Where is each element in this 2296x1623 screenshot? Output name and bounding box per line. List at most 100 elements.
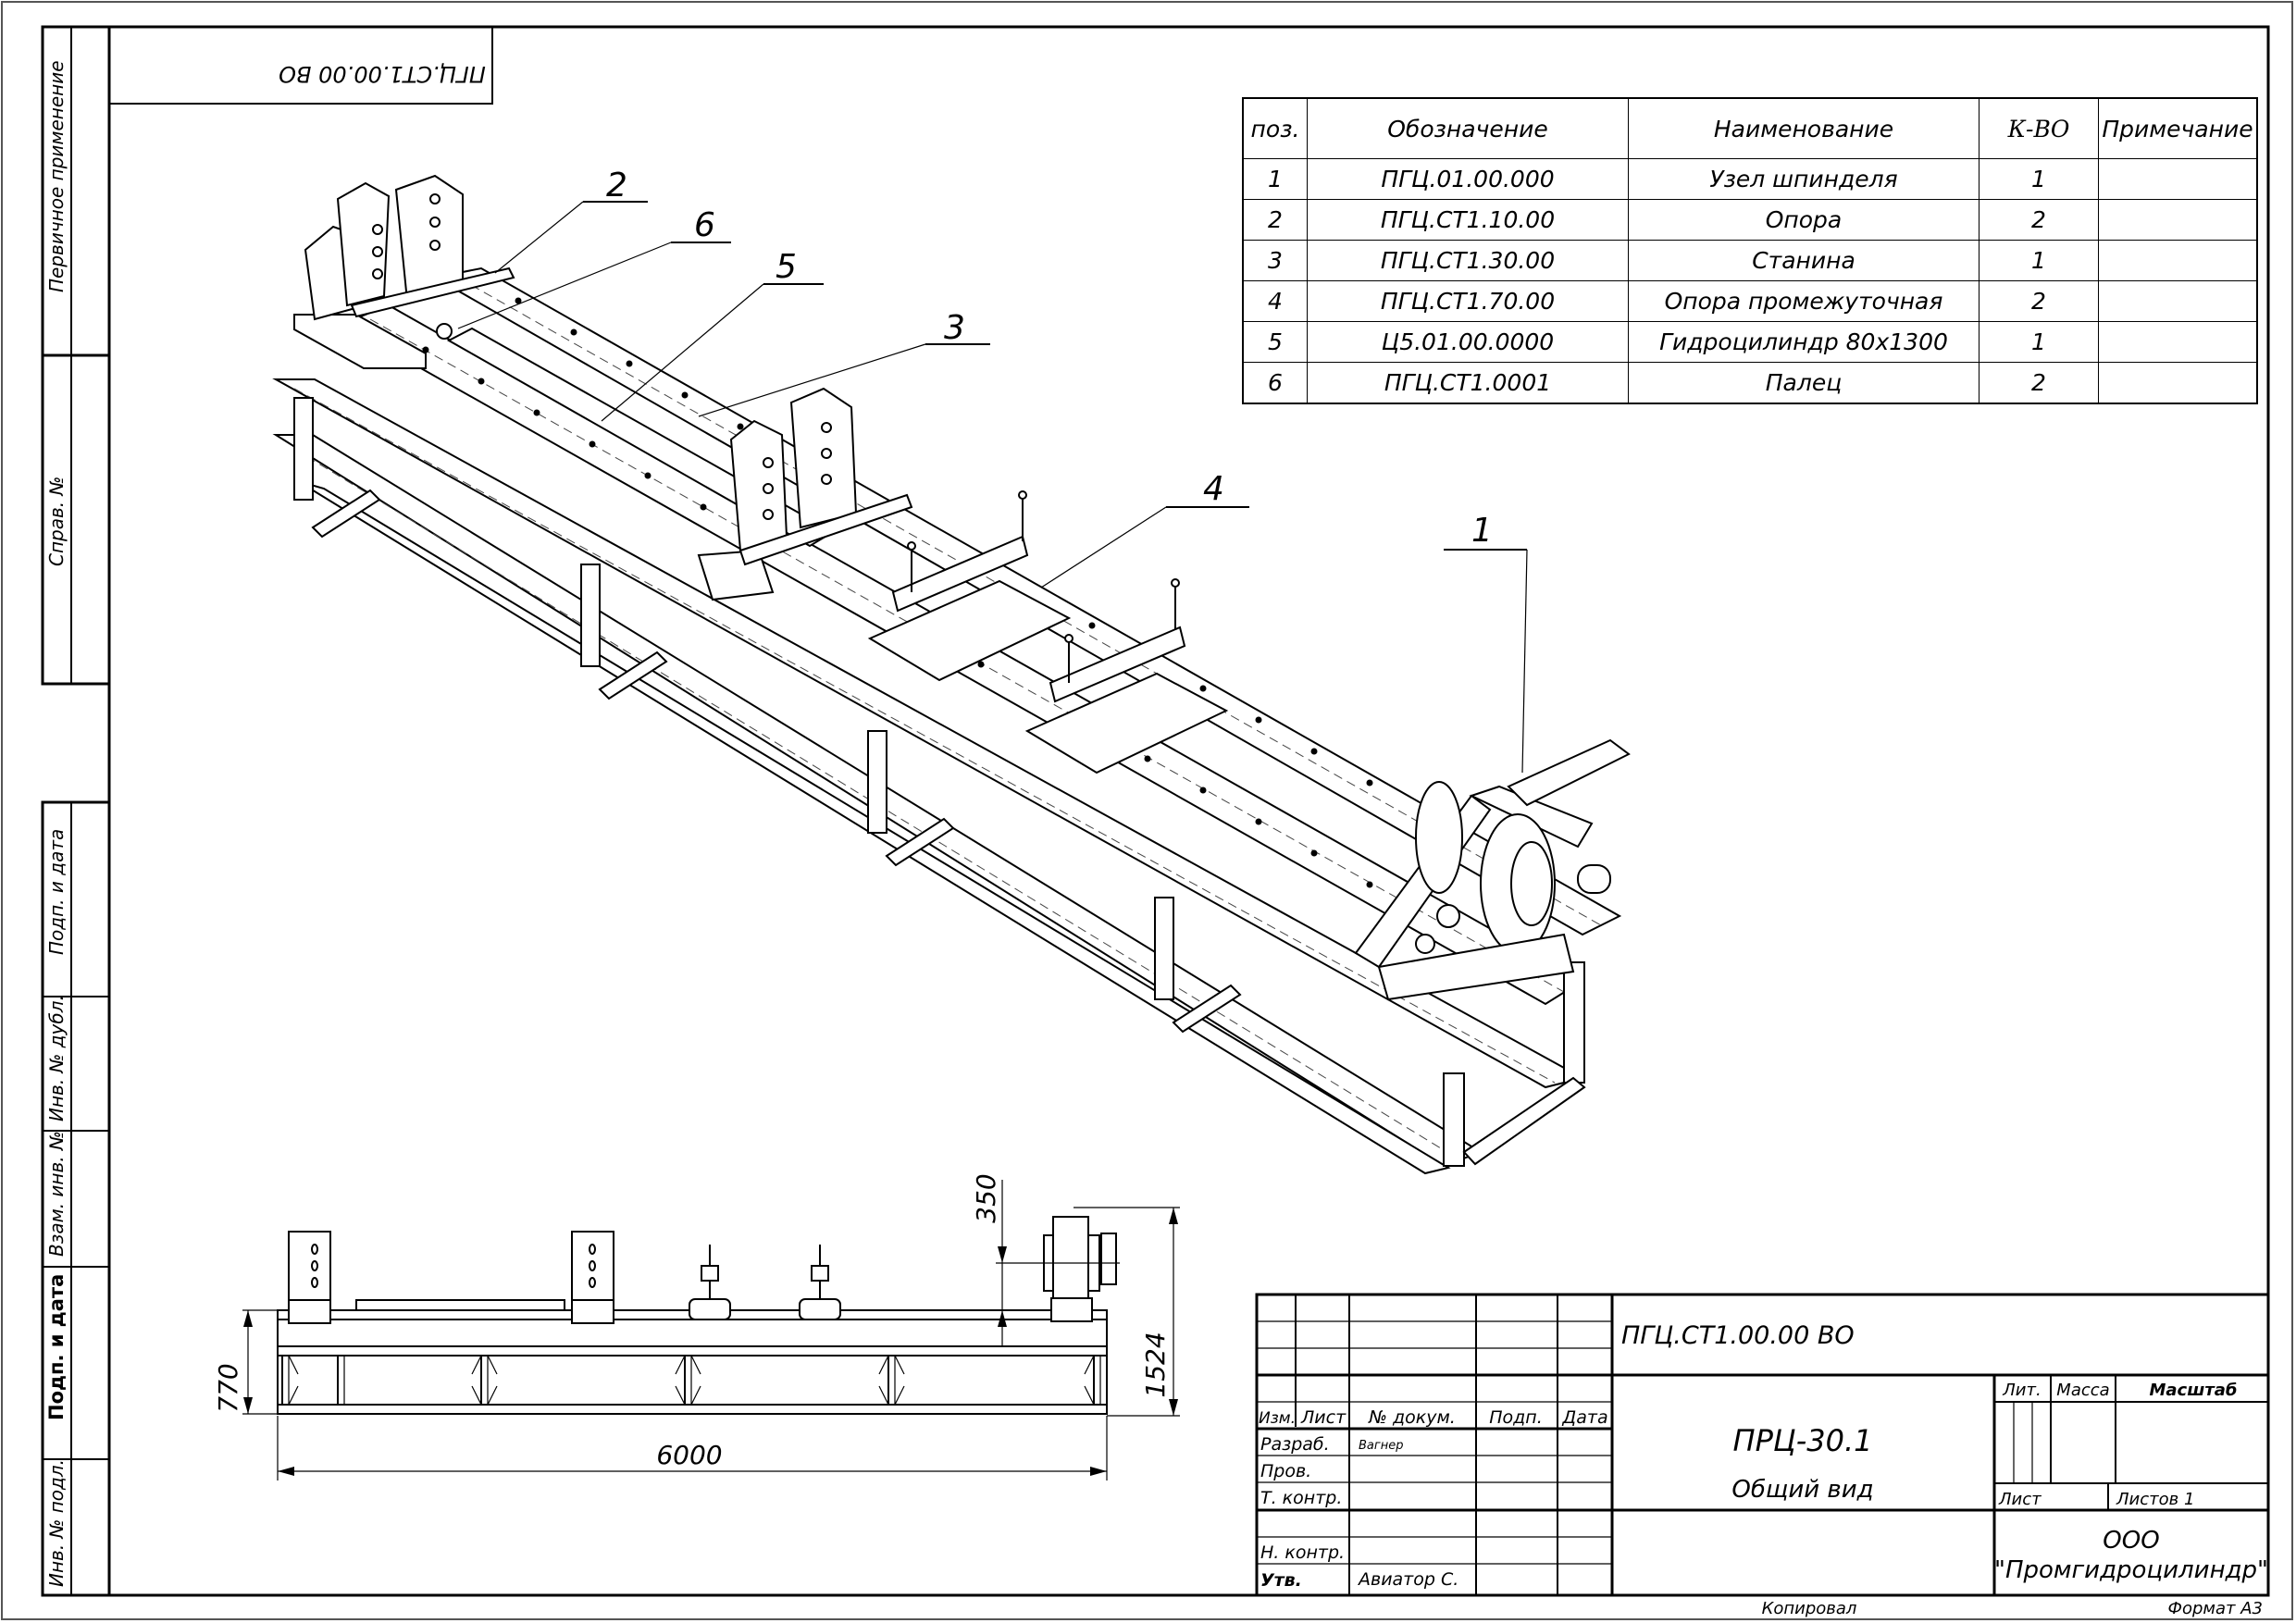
isometric-view [272, 174, 1631, 1175]
callout-4: 4 [1040, 470, 1249, 588]
tb-approver-name: Авиатор С. [1357, 1569, 1458, 1590]
col-note: Примечание [2098, 97, 2258, 159]
cell-note [2098, 240, 2258, 281]
cell-note [2098, 362, 2258, 404]
cell-pos: 1 [1242, 158, 1308, 200]
intermediate-support-4b [1024, 578, 1229, 774]
tb-company-line2: "Промгидроцилиндр" [1994, 1556, 2268, 1584]
callout-1: 1 [1444, 512, 1528, 774]
callout-5: 5 [601, 248, 824, 422]
frame-legs [293, 397, 1586, 1167]
callouts: 1 2 3 4 5 6 [457, 167, 1528, 774]
cell-designation: ПГЦ.01.00.000 [1307, 158, 1629, 200]
parts-table: поз. Обозначение Наименование К-ВО Приме… [1242, 97, 2258, 404]
tb-checker-label: Пров. [1260, 1461, 1311, 1481]
title-block: Изм. Лист № докум. Подп. Дата Разраб. Ва… [1255, 1293, 2270, 1618]
svg-text:770: 770 [213, 1363, 243, 1412]
cell-name: Станина [1628, 240, 1980, 281]
cell-qty: 2 [1979, 280, 2099, 322]
side-support-4b [799, 1245, 841, 1320]
callout-6: 6 [457, 206, 731, 329]
svg-text:5: 5 [776, 248, 797, 286]
cell-note [2098, 321, 2258, 363]
svg-text:350: 350 [971, 1173, 1001, 1222]
svg-text:2: 2 [606, 167, 627, 204]
tb-sheets-label: Листов 1 [2116, 1490, 2194, 1509]
tb-header-date: Дата [1561, 1407, 1607, 1428]
dimension-1524: 1524 [1074, 1207, 1180, 1417]
cell-name: Гидроцилиндр 80х1300 [1628, 321, 1980, 363]
side-spindle-unit [1043, 1216, 1117, 1322]
cell-note [2098, 158, 2258, 200]
side-support-4a [689, 1245, 731, 1320]
cell-name: Палец [1628, 362, 1980, 404]
cell-pos: 3 [1242, 240, 1308, 281]
tb-header-list: Лист [1300, 1407, 1347, 1428]
tb-lit-label: Лит. [2002, 1381, 2041, 1400]
table-row: 6 ПГЦ.СТ1.0001 Палец 2 [1242, 362, 2258, 404]
cell-designation: ПГЦ.СТ1.70.00 [1307, 280, 1629, 322]
cell-name: Опора [1628, 199, 1980, 241]
tb-header-sign: Подп. [1489, 1407, 1543, 1428]
svg-text:1524: 1524 [1140, 1332, 1171, 1397]
tb-product: ПРЦ-30.1 [1733, 1423, 1873, 1458]
tb-designation: ПГЦ.СТ1.00.00 ВО [1621, 1321, 1855, 1350]
tb-scale-label: Масштаб [2150, 1381, 2238, 1400]
tb-norm-control-label: Н. контр. [1260, 1542, 1345, 1563]
table-row: 3 ПГЦ.СТ1.30.00 Станина 1 [1242, 240, 2258, 281]
callout-2: 2 [494, 167, 648, 274]
support-2-middle [697, 387, 913, 601]
margin-label-first-use: Первичное применение [45, 60, 68, 292]
side-margin: Первичное применение Справ. № Подп. и да… [41, 25, 111, 1597]
tb-view-name: Общий вид [1731, 1476, 1873, 1504]
svg-text:3: 3 [944, 309, 965, 347]
cell-qty: 1 [1979, 321, 2099, 363]
cell-qty: 2 [1979, 362, 2099, 404]
spindle-unit-1 [1354, 738, 1631, 1001]
margin-label-sign-date-2: Подп. и дата [45, 1274, 68, 1420]
tb-developer-label: Разраб. [1260, 1434, 1330, 1455]
tb-sheet-label: Лист [1998, 1490, 2042, 1509]
svg-text:4: 4 [1203, 470, 1224, 508]
col-qty: К-ВО [1979, 97, 2099, 159]
cell-qty: 2 [1979, 199, 2099, 241]
tb-mass-label: Масса [2056, 1381, 2109, 1400]
dimension-6000: 6000 [277, 1416, 1108, 1481]
svg-text:6000: 6000 [656, 1440, 722, 1470]
table-row: 4 ПГЦ.СТ1.70.00 Опора промежуточная 2 [1242, 280, 2258, 322]
dimension-770: 770 [213, 1309, 278, 1415]
tb-company-line1: ООО [2103, 1527, 2159, 1555]
cell-name: Опора промежуточная [1628, 280, 1980, 322]
cell-qty: 1 [1979, 240, 2099, 281]
table-row: 2 ПГЦ.СТ1.10.00 Опора 2 [1242, 199, 2258, 241]
col-designation: Обозначение [1307, 97, 1629, 159]
tb-header-doc-no: № докум. [1368, 1407, 1456, 1428]
cell-note [2098, 280, 2258, 322]
margin-label-ref-no: Справ. № [45, 477, 68, 566]
tb-copied-label: Копировал [1762, 1599, 1857, 1618]
dimension-350: 350 [971, 1173, 1120, 1346]
svg-text:6: 6 [694, 206, 715, 244]
rotated-stamp: ПГЦ.СТ1.00.00 ВО [108, 26, 493, 105]
side-support-2a [288, 1231, 331, 1324]
cell-designation: ПГЦ.СТ1.10.00 [1307, 199, 1629, 241]
margin-label-replaced-inv-no: Взам. инв. № [45, 1131, 68, 1257]
cell-pos: 2 [1242, 199, 1308, 241]
side-support-2b [571, 1231, 614, 1324]
margin-label-dup-inv-no: Инв. № дубл. [45, 995, 68, 1121]
intermediate-support-4a [867, 490, 1072, 682]
tb-approver-label: Утв. [1260, 1570, 1302, 1591]
cell-designation: ПГЦ.СТ1.0001 [1307, 362, 1629, 404]
cell-designation: ПГЦ.СТ1.30.00 [1307, 240, 1629, 281]
side-view: 6000 770 1524 350 [213, 1173, 1180, 1481]
tb-format-label: Формат А3 [2167, 1599, 2263, 1618]
parts-table-header: поз. Обозначение Наименование К-ВО Приме… [1242, 97, 2258, 159]
support-2-left [293, 174, 515, 369]
side-hydraulic-cylinder [355, 1299, 565, 1311]
rotated-designation: ПГЦ.СТ1.00.00 ВО [279, 61, 486, 87]
cell-designation: Ц5.01.00.0000 [1307, 321, 1629, 363]
cell-qty: 1 [1979, 158, 2099, 200]
col-name: Наименование [1628, 97, 1980, 159]
